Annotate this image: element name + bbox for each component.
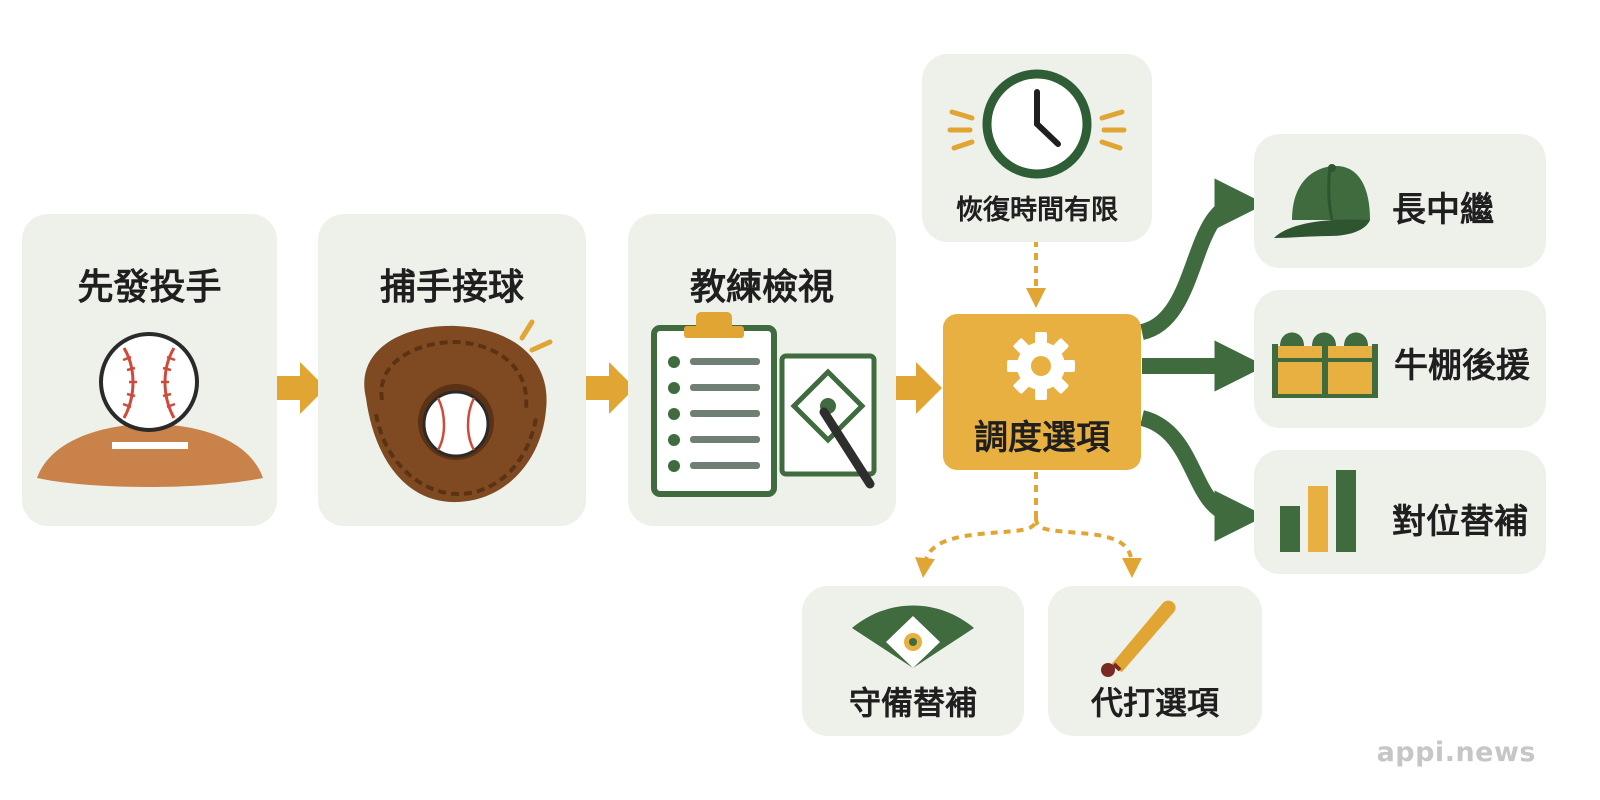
arrow-step1-to-step2 bbox=[272, 362, 326, 414]
option-pinch-hitting: 代打選項 bbox=[1048, 586, 1262, 736]
baseball-field-icon bbox=[852, 605, 974, 668]
secondary-label: 守備替補 bbox=[848, 684, 977, 722]
option-defensive-sub: 守備替補 bbox=[802, 586, 1024, 736]
option-bullpen-relief: 牛棚後援 bbox=[1254, 290, 1546, 428]
option-label: 牛棚後援 bbox=[1394, 346, 1530, 386]
hub-deployment-options: 調度選項 bbox=[943, 314, 1141, 470]
step-catcher-receives: 捕手接球 bbox=[318, 214, 586, 526]
secondary-label: 代打選項 bbox=[1090, 684, 1219, 722]
constraint-label: 恢復時間有限 bbox=[956, 195, 1118, 226]
baseball-bat-icon bbox=[1101, 600, 1176, 677]
step-label: 先發投手 bbox=[77, 267, 222, 308]
option-label: 對位替補 bbox=[1392, 502, 1528, 542]
step-starting-pitcher: 先發投手 bbox=[22, 214, 277, 526]
arrow-hub-to-secondary bbox=[915, 472, 1142, 578]
watermark: appi.news bbox=[1376, 737, 1536, 768]
option-label: 長中繼 bbox=[1392, 190, 1494, 230]
arrow-hub-to-matchup bbox=[1139, 410, 1266, 542]
arrow-hub-to-long-relief bbox=[1139, 178, 1266, 340]
catcher-mitt-icon bbox=[364, 319, 553, 503]
constraint-recovery-time: 恢復時間有限 bbox=[922, 54, 1152, 242]
baseball-cap-icon bbox=[1274, 164, 1370, 238]
clipboard-field-diagram-icon bbox=[651, 312, 877, 497]
gear-icon bbox=[1007, 332, 1075, 400]
option-matchup-sub: 對位替補 bbox=[1254, 450, 1546, 574]
step-label: 捕手接球 bbox=[379, 267, 524, 308]
option-long-relief: 長中繼 bbox=[1254, 134, 1546, 268]
step-label: 教練檢視 bbox=[689, 267, 834, 308]
step-coach-review: 教練檢視 bbox=[628, 214, 896, 526]
arrow-step3-to-hub bbox=[888, 362, 942, 414]
clock-icon bbox=[947, 69, 1127, 179]
pitcher-mound-baseball-icon bbox=[37, 332, 263, 487]
hub-label: 調度選項 bbox=[974, 418, 1110, 458]
bullpen-seats-icon bbox=[1272, 332, 1378, 398]
bar-chart-icon bbox=[1280, 470, 1356, 552]
arrow-step2-to-step3 bbox=[581, 362, 635, 414]
